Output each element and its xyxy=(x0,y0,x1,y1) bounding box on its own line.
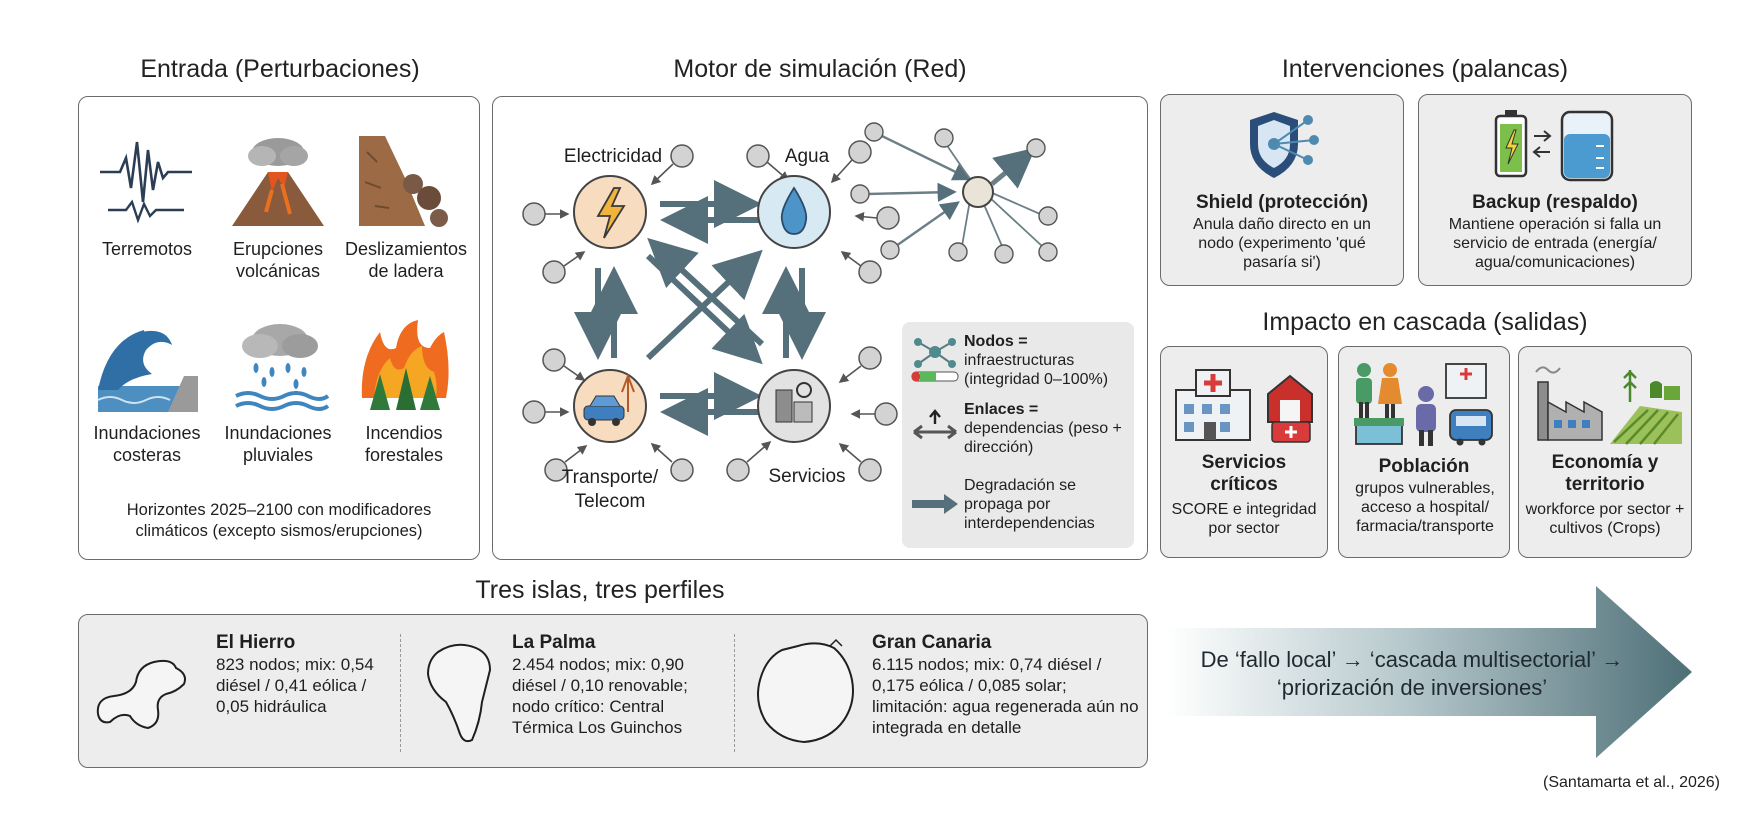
legend-links-title: Enlaces = xyxy=(964,401,1039,418)
la-palma-name: La Palma xyxy=(512,632,596,653)
hazard-horizon-note: Horizontes 2025–2100 con modificadores c… xyxy=(126,501,432,540)
hospital-icon xyxy=(1175,369,1313,443)
seismograph-icon xyxy=(100,141,192,224)
critical-services-text: SCORE e integridad por sector xyxy=(1171,501,1317,537)
landslide-icon xyxy=(359,136,448,227)
hazard-label-wildfires: Incendios forestales xyxy=(364,423,444,465)
legend-nodes-text: Nodos = infraestructuras (integridad 0–1… xyxy=(964,332,1130,389)
shield-icon xyxy=(1250,112,1319,178)
network-diagram xyxy=(522,122,1058,482)
hazard-label-coastal-floods: Inundaciones costeras xyxy=(93,423,201,465)
gran-canaria-text: 6.115 nodos; mix: 0,74 diésel / 0,175 eó… xyxy=(872,655,1139,737)
la-palma-outline-icon xyxy=(426,643,492,743)
population-title: Población xyxy=(1378,456,1470,477)
hazard-label-landslides: Deslizamientos de ladera xyxy=(344,239,468,281)
shield-text: Anula daño directo en un nodo (experimen… xyxy=(1193,216,1371,271)
node-label-water: Agua xyxy=(784,146,830,167)
shield-title: Shield (protección) xyxy=(1195,192,1369,213)
hazard-label-eruptions: Erupciones volcánicas xyxy=(232,239,324,281)
economy-text: workforce por sector + cultivos (Crops) xyxy=(1525,501,1685,537)
engine-section-title: Motor de simulación (Red) xyxy=(673,55,967,83)
citation: (Santamarta et al., 2026) xyxy=(1543,774,1720,791)
wildfire-icon xyxy=(361,320,449,410)
node-label-electricity: Electricidad xyxy=(563,146,663,167)
gran-canaria-outline-icon xyxy=(757,638,854,744)
la-palma-info: La Palma 2.454 nodos; mix: 0,90 diésel /… xyxy=(512,632,722,738)
el-hierro-outline-icon xyxy=(96,659,186,730)
node-label-transport: Transporte/ Telecom xyxy=(561,467,659,512)
el-hierro-text: 823 nodos; mix: 0,54 diésel / 0,41 eólic… xyxy=(216,655,374,716)
legend-propagation-text: Degradación se propaga por interdependen… xyxy=(964,477,1095,532)
rain-cloud-icon xyxy=(235,324,330,411)
economy-title: Economía y territorio xyxy=(1551,452,1659,495)
backup-text: Mantiene operación si falla un servicio … xyxy=(1448,216,1662,271)
legend-nodes-desc: infraestructuras (integridad 0–100%) xyxy=(964,352,1109,388)
critical-services-title: Servicios críticos xyxy=(1201,452,1287,495)
population-icon xyxy=(1354,363,1493,446)
legend-links-text: Enlaces = dependencias (peso + dirección… xyxy=(964,400,1130,457)
island-divider xyxy=(400,634,401,752)
islands-panel xyxy=(78,614,1148,768)
el-hierro-info: El Hierro 823 nodos; mix: 0,54 diésel / … xyxy=(216,632,386,717)
interventions-section-title: Intervenciones (palancas) xyxy=(1281,55,1569,83)
link-arrows-icon xyxy=(913,409,957,440)
hazard-label-earthquakes: Terremotos xyxy=(101,239,193,259)
factory-fields-icon xyxy=(1535,366,1682,445)
legend-nodes-title: Nodos = xyxy=(964,333,1028,350)
cascade-arrow-text: De ‘fallo local’ → ‘cascada multisectori… xyxy=(1200,647,1624,700)
node-icon xyxy=(911,338,959,382)
network-legend xyxy=(902,322,1134,548)
battery-tank-icon xyxy=(1494,110,1614,182)
island-divider xyxy=(734,634,735,752)
population-text: grupos vulnerables, acceso a hospital/ f… xyxy=(1355,480,1495,535)
cascade-arrow-shape xyxy=(1166,586,1692,758)
input-section-title: Entrada (Perturbaciones) xyxy=(140,55,420,83)
propagation-arrow-icon xyxy=(912,494,958,514)
impact-section-title: Impacto en cascada (salidas) xyxy=(1262,308,1588,336)
backup-title: Backup (respaldo) xyxy=(1472,192,1638,213)
gran-canaria-info: Gran Canaria 6.115 nodos; mix: 0,74 diés… xyxy=(872,632,1140,738)
hazard-label-pluvial-floods: Inundaciones pluviales xyxy=(224,423,332,465)
el-hierro-name: El Hierro xyxy=(216,632,296,653)
backup-card xyxy=(1418,94,1692,286)
node-label-services: Servicios xyxy=(768,466,846,487)
islands-section-title: Tres islas, tres perfiles xyxy=(475,576,725,604)
legend-links-desc: dependencias (peso + dirección) xyxy=(964,420,1122,456)
wave-icon xyxy=(97,327,198,412)
la-palma-text: 2.454 nodos; mix: 0,90 diésel / 0,10 ren… xyxy=(512,655,688,737)
critical-services-card xyxy=(1160,346,1328,558)
volcano-icon xyxy=(232,138,324,226)
gran-canaria-name: Gran Canaria xyxy=(872,632,992,653)
